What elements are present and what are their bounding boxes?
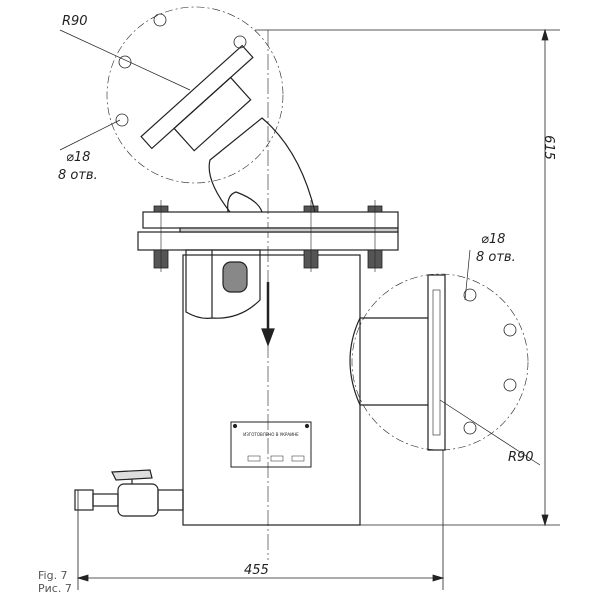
hole-diameter-label-right: ⌀18 <box>481 232 506 247</box>
drain-valve <box>74 469 184 517</box>
radius-label-right: R90 <box>508 450 534 465</box>
caption-en: Fig. 7 <box>38 569 68 582</box>
hole-diameter-label-top: ⌀18 <box>66 150 91 165</box>
outlet-flange <box>427 274 446 451</box>
width-dimension-label: 455 <box>244 563 269 578</box>
height-dimension-label: 615 <box>540 135 556 160</box>
strainer-body <box>182 254 361 526</box>
nameplate-text: ИЗГОТОВЛЕНО В УКРАИНЕ <box>243 432 299 437</box>
height-dimension <box>255 28 560 527</box>
inlet-flange <box>140 44 254 152</box>
nameplate <box>230 421 312 468</box>
radius-label-top: R90 <box>62 14 88 29</box>
mesh-window <box>222 261 248 293</box>
hole-count-label-top: 8 отв. <box>58 168 98 183</box>
width-dimension <box>76 450 445 590</box>
flow-arrow-icon <box>261 328 275 347</box>
caption-ru: Рис. 7 <box>38 582 72 595</box>
outlet-pipe <box>349 317 428 406</box>
inlet-elbow <box>208 117 316 213</box>
hole-count-label-right: 8 отв. <box>476 250 516 265</box>
top-flange <box>142 211 399 229</box>
